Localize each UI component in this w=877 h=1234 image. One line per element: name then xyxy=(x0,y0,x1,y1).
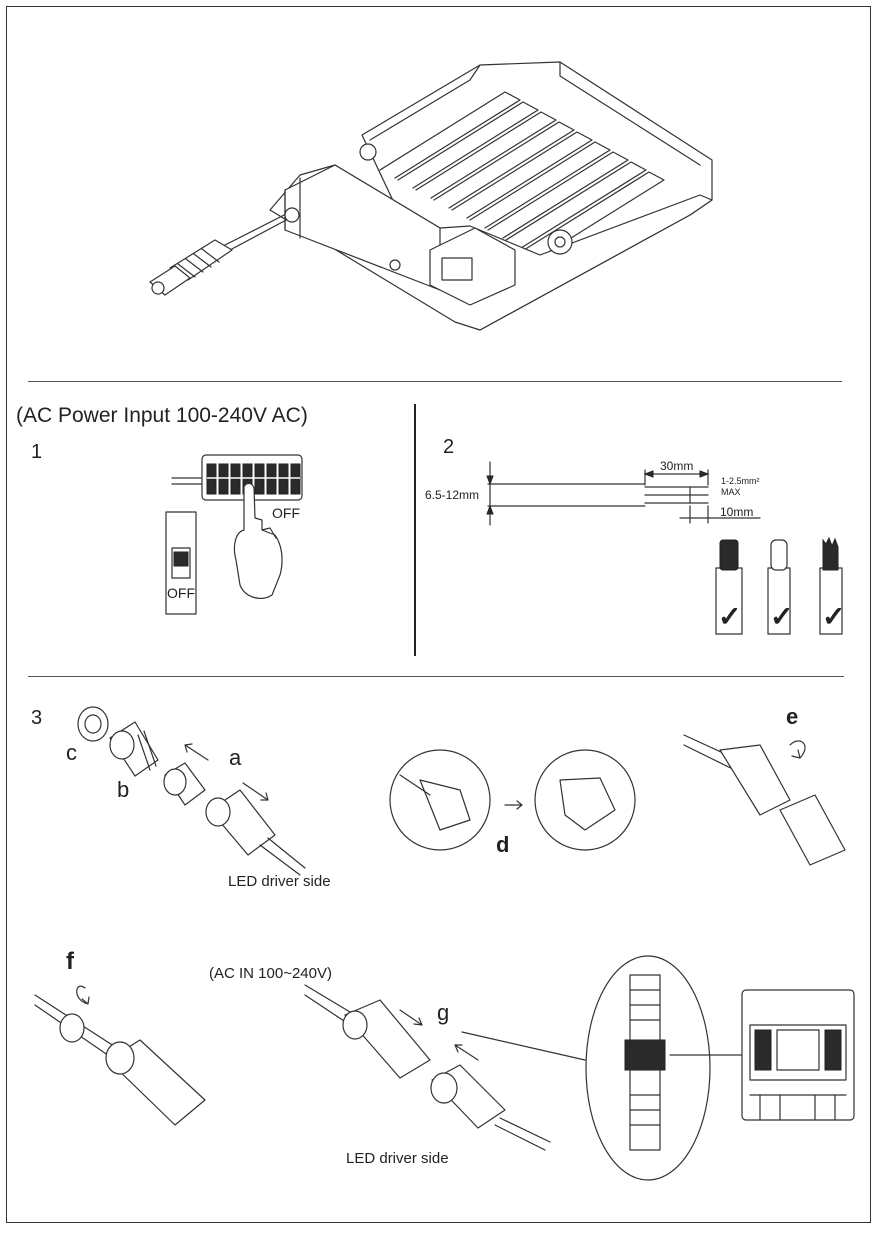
step-3-number: 3 xyxy=(31,707,43,729)
label-d: d xyxy=(496,832,510,857)
floodlight-illustration xyxy=(149,61,713,331)
check-mark-3: ✓ xyxy=(822,601,846,632)
check-mark-1: ✓ xyxy=(718,601,742,632)
cable-diameter-label: 6.5-12mm xyxy=(425,488,480,502)
page-frame xyxy=(6,6,871,1223)
step-2-number: 2 xyxy=(443,436,455,458)
check-mark-2: ✓ xyxy=(770,601,794,632)
divider-top xyxy=(28,381,842,382)
strip-length-label: 30mm xyxy=(660,459,694,473)
cable-strip-diagram xyxy=(486,461,843,635)
terminal-switch-illustration xyxy=(165,454,303,615)
label-b: b xyxy=(117,777,130,802)
section-title: (AC Power Input 100-240V AC) xyxy=(16,404,308,427)
wire-strip-label: 10mm xyxy=(720,505,754,519)
switch-off-label: OFF xyxy=(272,505,300,521)
led-driver-side-label-1: LED driver side xyxy=(228,873,331,890)
wire-section-label: 1-2.5mm² xyxy=(721,476,760,486)
label-c: c xyxy=(66,740,77,765)
label-g: g xyxy=(437,1000,450,1025)
divider-middle xyxy=(28,676,844,677)
breaker-off-label: OFF xyxy=(167,585,195,601)
wire-max-label: MAX xyxy=(721,487,741,497)
label-f: f xyxy=(66,948,74,975)
divider-vertical xyxy=(414,404,416,656)
step-1-number: 1 xyxy=(31,441,43,463)
led-driver-side-label-2: LED driver side xyxy=(346,1150,449,1167)
label-e: e xyxy=(786,704,799,729)
label-a: a xyxy=(229,745,242,770)
ac-in-label: (AC IN 100~240V) xyxy=(209,965,332,982)
